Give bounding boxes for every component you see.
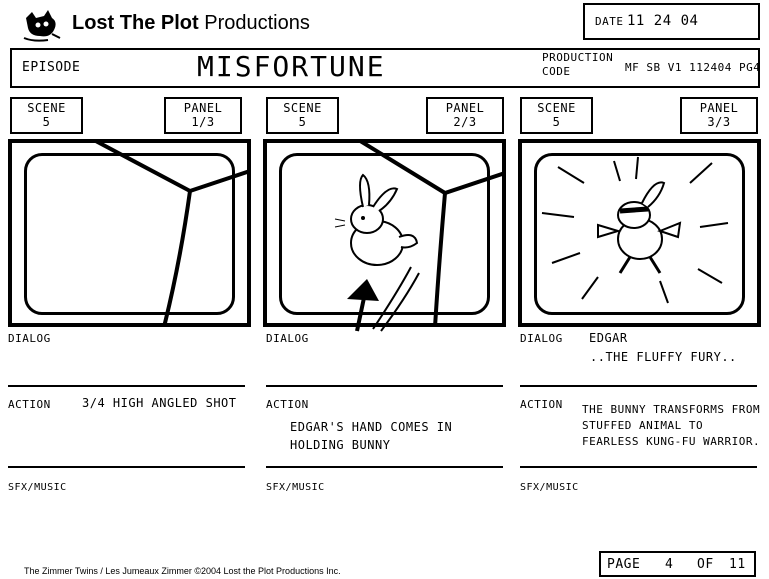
divider (266, 466, 503, 468)
action-label: ACTION (520, 398, 563, 411)
scene-label: SCENE (537, 101, 576, 115)
panel-frame-3 (518, 139, 761, 327)
date-label: DATE (595, 15, 624, 28)
action-text: 3/4 HIGH ANGLED SHOT (82, 396, 237, 410)
panel-label: PANEL (183, 101, 223, 115)
sfx-label: SFX/MUSIC (8, 482, 67, 493)
sfx-label: SFX/MUSIC (520, 482, 579, 493)
scene-box-3: SCENE 5 (520, 97, 593, 134)
brand-name-bold: Lost The Plot (72, 12, 199, 34)
date-value: 11 24 04 (627, 13, 699, 29)
page-of-label: OF (697, 557, 714, 572)
bunny-icon (334, 173, 419, 266)
divider (8, 385, 245, 387)
copyright-note: The Zimmer Twins / Les Jumeaux Zimmer ©2… (24, 566, 341, 576)
production-code: MF SB V1 112404 PG4 (625, 61, 761, 74)
scene-number: 5 (298, 115, 307, 129)
tv-screen (24, 153, 235, 315)
hand-arrow-icon (347, 266, 420, 332)
kung-fu-bunny-icon (597, 181, 682, 274)
action-label: ACTION (266, 398, 309, 411)
page-box: PAGE 4 OF 11 (599, 551, 756, 577)
dialog-label: DIALOG (8, 332, 51, 345)
brand-name-light: Productions (204, 12, 310, 34)
scene-number: 5 (552, 115, 561, 129)
dialog-label: DIALOG (266, 332, 309, 345)
panel-frame-1 (8, 139, 251, 327)
scene-label: SCENE (27, 101, 66, 115)
panel-label: PANEL (699, 101, 739, 115)
panel-frame-2 (263, 139, 506, 332)
page-total: 11 (729, 557, 746, 572)
divider (520, 385, 757, 387)
cat-logo-icon (23, 10, 61, 42)
date-box: DATE 11 24 04 (583, 3, 760, 40)
scene-box-1: SCENE 5 (10, 97, 83, 134)
dialog-text: ..THE FLUFFY FURY.. (590, 350, 737, 364)
episode-title: MISFORTUNE (197, 50, 386, 83)
brand-name: Lost The Plot Productions (72, 12, 310, 35)
panel-number: 1/3 (191, 115, 215, 129)
panel-label: PANEL (445, 101, 485, 115)
dialog-speaker: EDGAR (589, 331, 628, 345)
action-label: ACTION (8, 398, 51, 411)
page-number: 4 (665, 557, 674, 572)
divider (266, 385, 503, 387)
action-text: THE BUNNY TRANSFORMS FROM STUFFED ANIMAL… (582, 403, 761, 448)
scene-number: 5 (42, 115, 51, 129)
episode-bar: EPISODE MISFORTUNE PRODUCTION CODE MF SB… (10, 48, 760, 88)
panel-box-1: PANEL 1/3 (164, 97, 242, 134)
page-label: PAGE (607, 557, 641, 572)
production-code-label: PRODUCTION CODE (542, 51, 614, 78)
sketch-lines (95, 143, 247, 323)
burst-lines (541, 156, 729, 304)
divider (8, 466, 245, 468)
divider (520, 466, 757, 468)
panel-box-2: PANEL 2/3 (426, 97, 504, 134)
scene-label: SCENE (283, 101, 322, 115)
sketch-lines (359, 143, 502, 323)
action-text: EDGAR'S HAND COMES IN HOLDING BUNNY (290, 420, 453, 452)
scene-box-2: SCENE 5 (266, 97, 339, 134)
dialog-label: DIALOG (520, 332, 563, 345)
panel-number: 2/3 (453, 115, 477, 129)
sfx-label: SFX/MUSIC (266, 482, 325, 493)
episode-label: EPISODE (22, 60, 81, 75)
panel-box-3: PANEL 3/3 (680, 97, 758, 134)
tv-screen (534, 153, 745, 315)
panel-number: 3/3 (707, 115, 731, 129)
